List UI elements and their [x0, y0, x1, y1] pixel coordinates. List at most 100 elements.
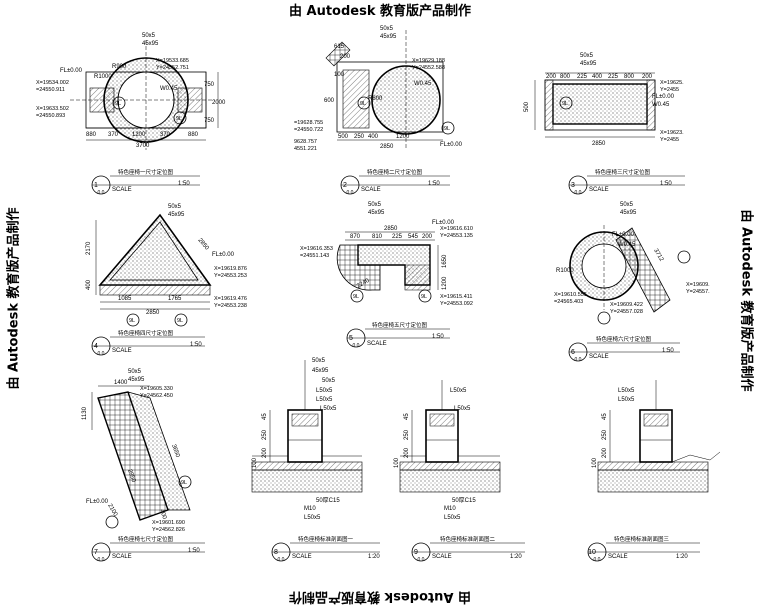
material-label: L50x5 — [618, 397, 635, 403]
dimension: 250 — [404, 429, 410, 440]
scale-label: SCALE — [112, 187, 132, 193]
material-label: L50x5 — [316, 388, 333, 394]
drawing-number: 3 — [571, 182, 575, 189]
drawing-3 — [534, 72, 685, 195]
drawing-sub-number: 0.0 — [278, 557, 285, 563]
coordinate: X=19609. — [686, 282, 710, 288]
drawing-number: 4 — [94, 343, 98, 350]
drawing-title: 特色座椅六尺寸定位图 — [596, 335, 652, 343]
coordinate: X=19616.610 — [440, 226, 473, 232]
material-label: 50x5 — [142, 33, 156, 39]
dimension: 45 — [404, 413, 410, 420]
level-label: FL±0.00 — [652, 94, 675, 100]
material-label: 50x5 — [380, 26, 394, 32]
coordinate: Y=24552.751 — [156, 65, 189, 71]
drawing-sub-number: 0.0 — [418, 557, 425, 563]
material-label: 50x5 — [128, 369, 142, 375]
material-label: M10 — [444, 506, 456, 512]
dimension: 250 — [354, 134, 365, 140]
dimension: 200 — [404, 447, 410, 458]
dimension: 400 — [158, 509, 167, 521]
level-label: FL±0.00 — [432, 220, 455, 226]
dimension: 1200 — [132, 132, 146, 138]
dimension: 2170 — [86, 241, 92, 255]
dimension: 750 — [204, 82, 215, 88]
dimension: R900 — [112, 64, 127, 70]
dimension: 45 — [262, 413, 268, 420]
material-label: L50x5 — [320, 406, 337, 412]
dimension: 200 — [642, 74, 653, 80]
grid-marker: 9L — [177, 318, 183, 324]
coordinate: Y=24553.253 — [214, 273, 247, 279]
level-label: W0.45 — [652, 102, 670, 108]
drawing-9 — [399, 380, 525, 562]
drawing-sub-number: 0.0 — [594, 557, 601, 563]
drawing-title: 特色座椅标准剖面图一 — [298, 535, 354, 543]
scale-value: 1:20 — [368, 554, 380, 560]
dimension: 225 — [392, 234, 403, 240]
drawing-sub-number: 0.0 — [347, 190, 354, 196]
material-label: L50x5 — [304, 515, 321, 521]
level-label: FL±0.00 — [212, 252, 235, 258]
coordinate: Y=24557. — [686, 289, 710, 295]
drawing-number: 9 — [414, 549, 418, 556]
coordinate: =24550.722 — [294, 127, 323, 133]
dimension: 400 — [368, 134, 379, 140]
drawing-title: 特色座椅标准剖面图三 — [614, 535, 670, 543]
drawing-number: 5 — [349, 335, 353, 342]
watermark-top: 由 Autodesk 教育版产品制作 — [288, 4, 472, 19]
scale-label: SCALE — [367, 341, 387, 347]
drawing-number: 6 — [571, 349, 575, 356]
dimension: 1765 — [168, 296, 182, 302]
scale-value: 1:20 — [676, 554, 688, 560]
coordinate: X=19633.502 — [36, 106, 69, 112]
dimension: 870 — [350, 234, 361, 240]
coordinate: X=19601.690 — [152, 520, 185, 526]
grid-marker: 9L — [181, 480, 187, 486]
grid-marker: 9L — [444, 126, 450, 132]
scale-value: 1:50 — [432, 334, 444, 340]
dimension: 500 — [524, 101, 530, 112]
drawing-title: 特色座椅四尺寸定位图 — [118, 329, 174, 337]
rect-seat-plan — [552, 83, 648, 125]
coordinate: X=19616.353 — [300, 246, 333, 252]
coordinate: =24550.893 — [36, 113, 65, 119]
scale-value: 1:50 — [190, 342, 202, 348]
drawing-8 — [251, 360, 380, 562]
material-label: 50x5 — [312, 358, 326, 364]
coordinate: X=19623. — [660, 130, 684, 136]
dimension: 100 — [394, 457, 400, 468]
dimension: 1200 — [396, 134, 410, 140]
triangle-seat-plan — [98, 213, 212, 286]
coordinate: Y=2455 — [660, 137, 679, 143]
dimension: 810 — [372, 234, 383, 240]
coordinate: Y=24557.028 — [610, 309, 643, 315]
dimension: 100 — [252, 457, 258, 468]
grid-marker: 9L — [562, 101, 568, 107]
drawing-5 — [336, 231, 450, 348]
dimension: 880 — [86, 132, 97, 138]
level-label: FL±0.00 — [440, 142, 463, 148]
material-label: L50x5 — [316, 397, 333, 403]
coordinate: X=19619.876 — [214, 266, 247, 272]
material-label: 50x5 — [368, 202, 382, 208]
coordinate: =24565.403 — [554, 299, 583, 305]
grid-marker: 9L — [360, 101, 366, 107]
drawing-6 — [568, 225, 691, 362]
scale-label: SCALE — [112, 348, 132, 354]
scale-value: 1:20 — [510, 554, 522, 560]
dimension: 225 — [577, 74, 588, 80]
dimension: 1650 — [442, 254, 448, 268]
dimension: 200 — [422, 234, 433, 240]
level-label: W0.45 — [618, 242, 636, 248]
drawing-title: 特色座椅标准剖面图二 — [440, 535, 496, 543]
coordinate: Y=24553.135 — [440, 233, 473, 239]
scale-value: 1:50 — [662, 348, 674, 354]
dimension: 2850 — [196, 237, 210, 252]
dimension: R800 — [368, 96, 383, 102]
grid-marker: 9L — [176, 116, 182, 122]
dimension: 200 — [546, 74, 557, 80]
coordinate: 9628.757 — [294, 139, 317, 145]
drawing-2 — [325, 30, 455, 195]
material-label: 45x95 — [580, 61, 597, 67]
